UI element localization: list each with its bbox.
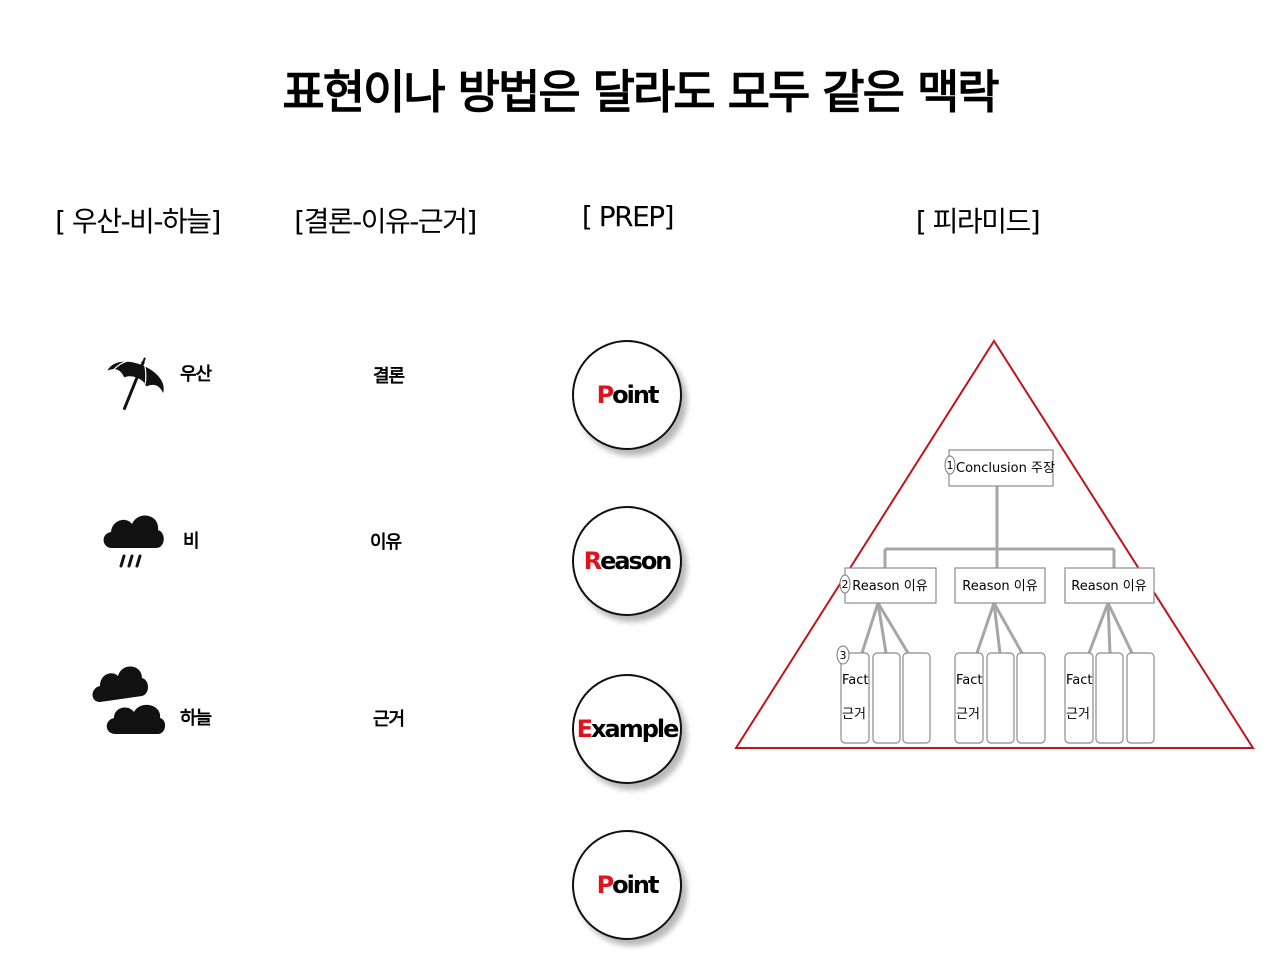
page-title: 표현이나 방법은 달라도 모두 같은 맥락 <box>282 65 999 119</box>
prep-word-rest: oint <box>612 381 659 409</box>
fact-boxes <box>840 652 1155 744</box>
prep-word-rest: eason <box>600 547 672 575</box>
step-number-badge <box>836 645 850 665</box>
prep-word-rest: xample <box>591 715 679 743</box>
fact-sublabel: 근거 <box>842 707 866 722</box>
tree-connectors <box>860 486 1134 654</box>
heading-prep: [ PREP] <box>581 200 675 233</box>
conclusion-box <box>948 449 1054 487</box>
step-number: 2 <box>842 578 849 591</box>
conclusion-label: Conclusion 주장 <box>956 461 1055 476</box>
fact-sublabel: 근거 <box>956 707 980 722</box>
rain-cloud-icon <box>103 515 164 568</box>
label-conclusion: 결론 <box>373 366 405 387</box>
step-number-badge <box>839 574 851 594</box>
label-sky: 하늘 <box>180 708 212 729</box>
prep-word-rest: oint <box>612 871 659 899</box>
reason-label: Reason 이유 <box>1071 579 1146 594</box>
prep-initial: P <box>596 381 615 409</box>
label-evidence: 근거 <box>373 709 405 730</box>
heading-pyramid: [ 피라미드] <box>915 205 1041 238</box>
reason-label: Reason 이유 <box>962 579 1037 594</box>
heading-umbrella-rain-sky: [ 우산-비-하늘] <box>55 205 221 238</box>
prep-initial: P <box>596 871 615 899</box>
pyramid-triangle <box>734 339 1255 749</box>
label-rain: 비 <box>183 531 200 552</box>
reason-box <box>844 567 937 604</box>
fact-label: Fact <box>1066 673 1093 688</box>
umbrella-icon <box>107 357 164 411</box>
label-reason: 이유 <box>370 532 402 553</box>
reason-label: Reason 이유 <box>852 579 927 594</box>
reason-box <box>954 567 1046 604</box>
step-number-badge <box>944 455 956 475</box>
fact-label: Fact <box>956 673 983 688</box>
fact-sublabel: 근거 <box>1066 707 1090 722</box>
step-number: 3 <box>840 649 847 662</box>
prep-initial: R <box>583 547 603 575</box>
heading-conclusion-reason-evidence: [결론-이유-근거] <box>294 205 477 238</box>
step-number: 1 <box>947 459 954 472</box>
fact-label: Fact <box>842 673 869 688</box>
label-umbrella: 우산 <box>180 364 212 385</box>
clouds-icon <box>92 666 169 736</box>
reason-box <box>1064 567 1155 604</box>
prep-initial: E <box>576 715 593 743</box>
